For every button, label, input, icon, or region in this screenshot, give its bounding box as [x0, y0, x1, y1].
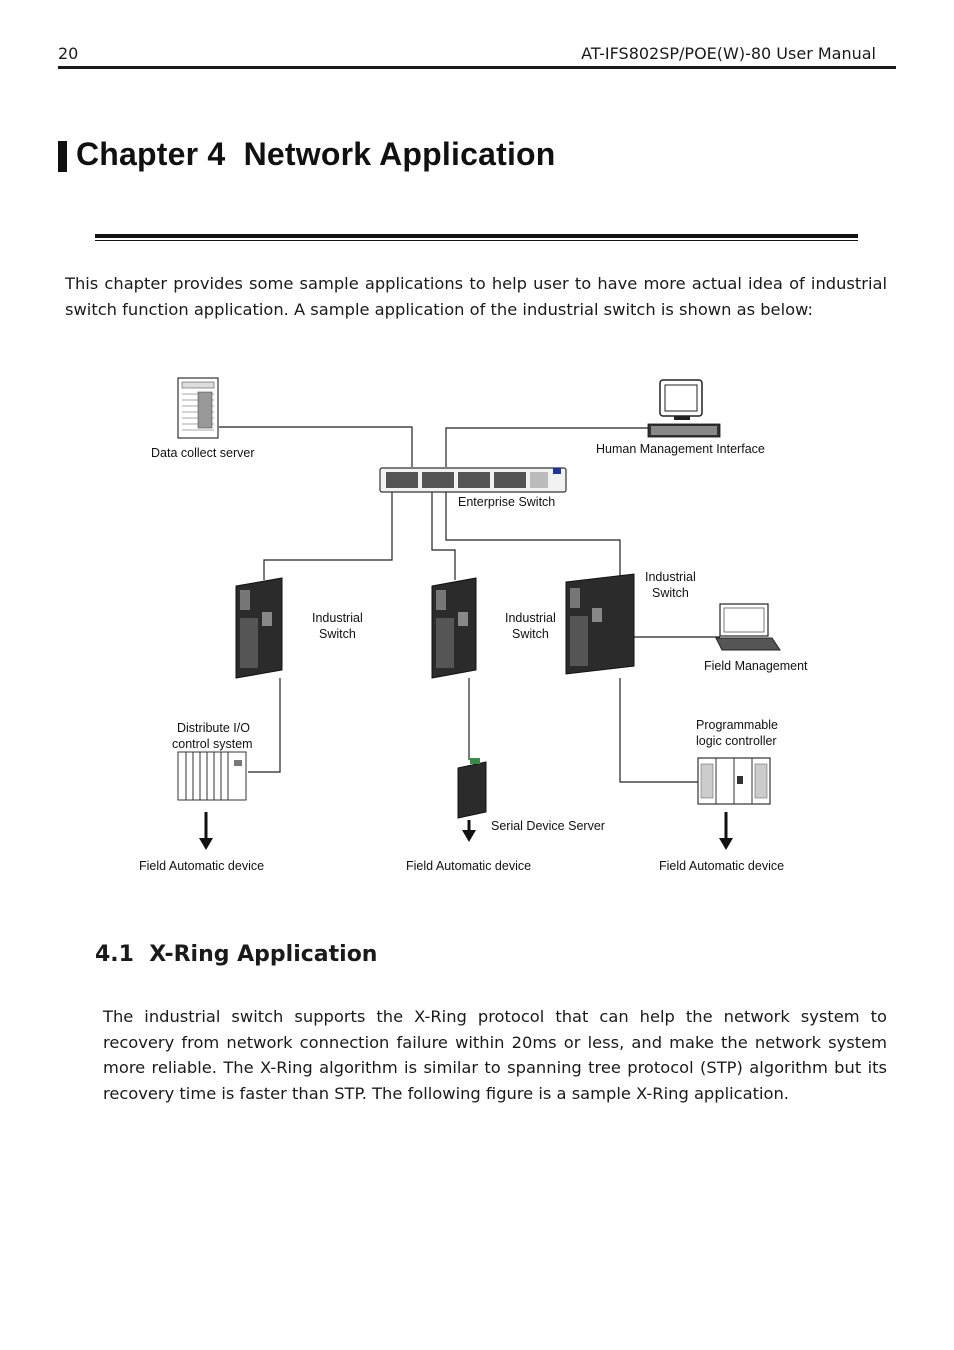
- network-diagram: Data collect server Human Management Int…: [139, 377, 808, 873]
- label-industrial-switch-2-line2: Switch: [512, 627, 549, 641]
- section-title: 4.1 X-Ring Application: [95, 942, 378, 967]
- label-plc-line2: logic controller: [696, 734, 777, 748]
- label-field-automatic-device-3: Field Automatic device: [659, 859, 784, 873]
- arrow-down-icon: [199, 812, 213, 850]
- label-human-management-interface: Human Management Interface: [596, 442, 765, 456]
- industrial-switch-icon: [565, 573, 635, 675]
- serial-device-server-icon: [457, 758, 487, 819]
- intro-paragraph: This chapter provides some sample applic…: [65, 274, 887, 319]
- label-serial-device-server: Serial Device Server: [491, 819, 605, 833]
- computer-icon: [647, 379, 721, 438]
- label-industrial-switch-3-line2: Switch: [652, 586, 689, 600]
- label-distribute-io-line2: control system: [172, 737, 253, 751]
- server-icon: [177, 377, 219, 439]
- label-field-automatic-device-2: Field Automatic device: [406, 859, 531, 873]
- label-industrial-switch-3-line1: Industrial: [645, 570, 696, 584]
- laptop-icon: [715, 603, 781, 651]
- label-industrial-switch-2-line1: Industrial: [505, 611, 556, 625]
- chapter-rule-thick: [95, 234, 858, 238]
- label-distribute-io-line1: Distribute I/O: [177, 721, 250, 735]
- plc-icon: [697, 757, 771, 805]
- label-plc-line1: Programmable: [696, 718, 778, 732]
- network-wires: [219, 426, 720, 783]
- label-field-automatic-device-1: Field Automatic device: [139, 859, 264, 873]
- label-data-collect-server: Data collect server: [151, 446, 255, 460]
- label-industrial-switch-1-line1: Industrial: [312, 611, 363, 625]
- chapter-marker: [58, 141, 67, 172]
- arrow-down-icon: [719, 812, 733, 850]
- page-number: 20: [58, 44, 79, 63]
- label-enterprise-switch: Enterprise Switch: [458, 495, 555, 509]
- label-field-management: Field Management: [704, 659, 808, 673]
- section-paragraph: The industrial switch supports the X-Rin…: [103, 1007, 887, 1103]
- label-industrial-switch-1-line2: Switch: [319, 627, 356, 641]
- header-rule: [58, 66, 896, 69]
- industrial-switch-icon: [431, 577, 477, 679]
- chapter-title: Chapter 4 Network Application: [76, 136, 556, 172]
- arrow-down-icon: [462, 820, 476, 842]
- industrial-switch-icon: [235, 577, 283, 679]
- enterprise-switch-icon: [379, 467, 567, 493]
- manual-title: AT-IFS802SP/POE(W)-80 User Manual: [581, 44, 876, 63]
- chapter-rule-thin: [95, 240, 858, 241]
- io-rack-icon: [177, 751, 247, 801]
